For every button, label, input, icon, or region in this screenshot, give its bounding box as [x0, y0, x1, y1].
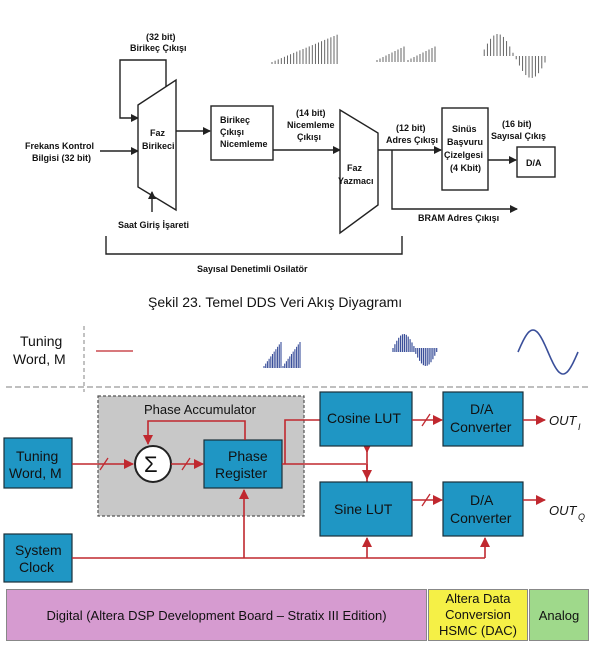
bram-address-line: [391, 150, 518, 213]
dac-cosine-label-1: D/A: [470, 401, 494, 417]
address-out-label: Adres Çıkışı: [386, 135, 438, 145]
accumulator-out-label: Birikeç Çıkışı: [130, 43, 187, 53]
nco-bracket: [105, 236, 403, 255]
tuning-word-top-label-2: Word, M: [13, 351, 66, 367]
freq-control-label-1: Frekans Kontrol: [25, 141, 94, 151]
phase-register-block: [203, 439, 283, 489]
system-clock-block: [3, 533, 73, 583]
dac-block-top: [516, 146, 556, 178]
sine-bus-slash: [421, 493, 431, 507]
sampled-sine-blue-icon: [392, 334, 438, 366]
digital-domain-bar: Digital (Altera DSP Development Board – …: [6, 589, 427, 641]
dac-label-top: D/A: [526, 158, 542, 168]
tuning-word-block-label-2: Word, M: [9, 465, 62, 481]
ramp-waveform-blue-icon: [263, 342, 301, 368]
bram-address-label: BRAM Adres Çıkışı: [418, 213, 499, 223]
phase-accumulator-title: Phase Accumulator: [144, 402, 257, 417]
out-q-label: OUT: [549, 503, 578, 518]
cosine-bus-slash: [421, 413, 431, 427]
accumulator-feedback-line: [119, 59, 167, 122]
tuning-word-top-label-1: Tuning: [20, 333, 62, 349]
top-dds-flow: (32 bit) Birikeç Çıkışı Frekans Kontrol …: [25, 32, 556, 274]
sampled-ramp-waveform-icon: [376, 46, 436, 62]
phase-register-label-1b: Phase: [228, 448, 268, 464]
quantization-label-1: Birikeç: [220, 115, 250, 125]
dac-block-sine: [442, 481, 524, 537]
quant-out-bits-label: (14 bit): [296, 108, 326, 118]
phase-accumulator-label-2: Birikeci: [142, 141, 175, 151]
conversion-label-2: Conversion: [445, 607, 511, 622]
sine-lut-label-3: Çizelgesi: [444, 150, 483, 160]
digital-out-bits-label: (16 bit): [502, 119, 532, 129]
quant-out-label-1: Nicemleme: [287, 120, 335, 130]
clock-label: Saat Giriş İşareti: [118, 220, 189, 230]
conversion-label-1: Altera Data: [445, 591, 511, 606]
dac-cosine-label-2: Converter: [450, 419, 512, 435]
tuning-word-block-label-1: Tuning: [16, 448, 58, 464]
address-bits-label: (12 bit): [396, 123, 426, 133]
tuning-word-block: [3, 437, 73, 489]
sum-bus-slash: [181, 457, 191, 471]
phase-register-shape: [339, 108, 379, 235]
out-q-subscript: Q: [578, 512, 585, 522]
sine-lut-label-2: Başvuru: [447, 137, 483, 147]
sampled-sine-waveform-icon: [483, 34, 546, 78]
out-i-subscript: I: [578, 422, 581, 432]
analog-domain-label: Analog: [538, 607, 580, 623]
sine-wave-blue-icon: [517, 329, 579, 375]
phase-register-label-2: Yazmacı: [338, 176, 374, 186]
sine-lut-label-1: Sinüs: [452, 124, 477, 134]
register-feedback-line: [143, 420, 246, 445]
digital-domain-label: Digital (Altera DSP Development Board – …: [46, 607, 387, 623]
dac-sine-label-1: D/A: [470, 492, 494, 508]
accumulator-out-bits-label: (32 bit): [146, 32, 176, 42]
summation-symbol: Σ: [144, 452, 158, 477]
phase-register-label-1: Faz: [347, 163, 363, 173]
quantization-label-3: Nicemleme: [220, 139, 268, 149]
sine-lut-label-bottom: Sine LUT: [334, 501, 393, 517]
nco-label: Sayısal Denetimli Osilatör: [197, 264, 308, 274]
sine-lut-block-bottom: [319, 481, 413, 537]
cosine-lut-block: [319, 391, 413, 447]
phase-accumulator-shape: [137, 78, 177, 212]
quantization-label-2: Çıkışı: [220, 127, 244, 137]
dac-sine-label-2: Converter: [450, 510, 512, 526]
freq-control-label-2: Bilgisi (32 bit): [32, 153, 91, 163]
sine-lut-block: [441, 107, 489, 191]
phase-accumulator-label-1: Faz: [150, 128, 166, 138]
cosine-lut-label: Cosine LUT: [327, 410, 401, 426]
tuning-bus-slash: [99, 457, 109, 471]
conversion-label-3: HSMC (DAC): [439, 623, 517, 638]
analog-domain-bar: Analog: [529, 589, 589, 641]
figure-caption: Şekil 23. Temel DDS Veri Akış Diyagramı: [148, 294, 402, 310]
bottom-dds-flow: Tuning Word, M Phase Accumulator Tuning …: [3, 326, 590, 583]
quantization-block: [210, 105, 274, 161]
sine-lut-label-4: (4 Kbit): [450, 163, 481, 173]
out-i-label: OUT: [549, 413, 578, 428]
conversion-domain-bar: Altera Data Conversion HSMC (DAC): [428, 589, 528, 641]
ramp-waveform-icon: [271, 34, 338, 64]
system-clock-label-1: System: [15, 542, 62, 558]
quant-out-label-2: Çıkışı: [297, 132, 321, 142]
phase-register-label-2b: Register: [215, 465, 267, 481]
dac-block-cosine: [442, 391, 524, 447]
digital-out-label: Sayısal Çıkış: [491, 131, 546, 141]
system-clock-label-2: Clock: [19, 559, 55, 575]
